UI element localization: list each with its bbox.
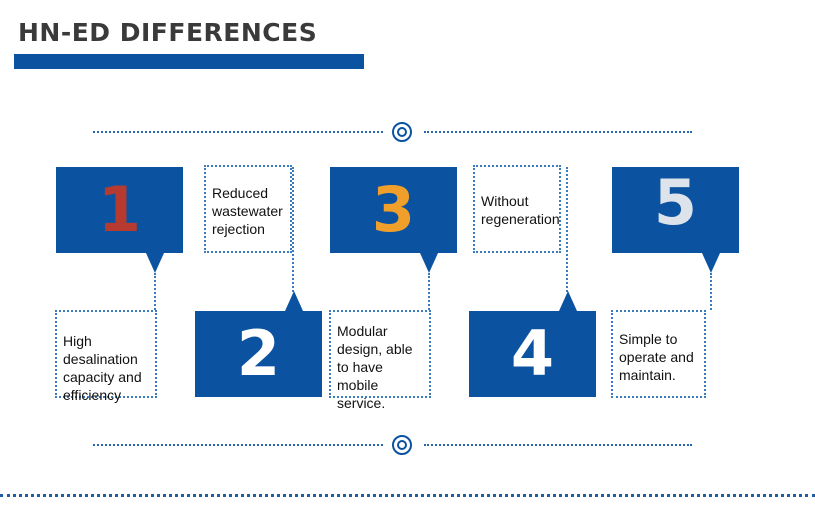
bottom-divider-ring-icon bbox=[392, 435, 412, 455]
number-1: 1 bbox=[97, 173, 142, 246]
pointer-up-2 bbox=[285, 291, 303, 311]
pointer-up-4 bbox=[559, 291, 577, 311]
pointer-down-1 bbox=[146, 253, 164, 273]
number-5: 5 bbox=[653, 166, 698, 239]
title-underline-bar bbox=[14, 54, 364, 69]
pointer-down-5 bbox=[702, 253, 720, 273]
number-box-1: 1 bbox=[56, 167, 183, 253]
top-divider-ring-icon bbox=[392, 122, 412, 142]
page-title: HN-ED DIFFERENCES bbox=[18, 18, 318, 47]
bottom-divider-left bbox=[93, 444, 383, 446]
pointer-down-3 bbox=[420, 253, 438, 273]
number-box-4: 4 bbox=[469, 311, 596, 397]
number-box-5: 5 bbox=[612, 167, 739, 253]
top-divider-right bbox=[424, 131, 692, 133]
connector-3 bbox=[428, 273, 430, 310]
number-box-2: 2 bbox=[195, 311, 322, 397]
number-3: 3 bbox=[371, 173, 416, 246]
connector-4 bbox=[566, 167, 568, 292]
text-box-3: Modular design, able to have mobile serv… bbox=[329, 310, 431, 411]
bottom-divider-right bbox=[424, 444, 692, 446]
text-box-2: Reduced wastewater rejection bbox=[204, 165, 292, 253]
number-4: 4 bbox=[510, 317, 555, 390]
text-box-4: Without regeneration bbox=[473, 165, 561, 253]
connector-5 bbox=[710, 273, 712, 310]
text-box-1: High desalination capacity and efficienc… bbox=[55, 310, 157, 403]
number-2: 2 bbox=[236, 317, 281, 390]
footer-dotted-rule bbox=[0, 494, 815, 497]
connector-1 bbox=[154, 273, 156, 310]
text-box-5: Simple to operate and maintain. bbox=[611, 310, 706, 398]
top-divider-left bbox=[93, 131, 383, 133]
number-box-3: 3 bbox=[330, 167, 457, 253]
connector-2 bbox=[292, 167, 294, 292]
